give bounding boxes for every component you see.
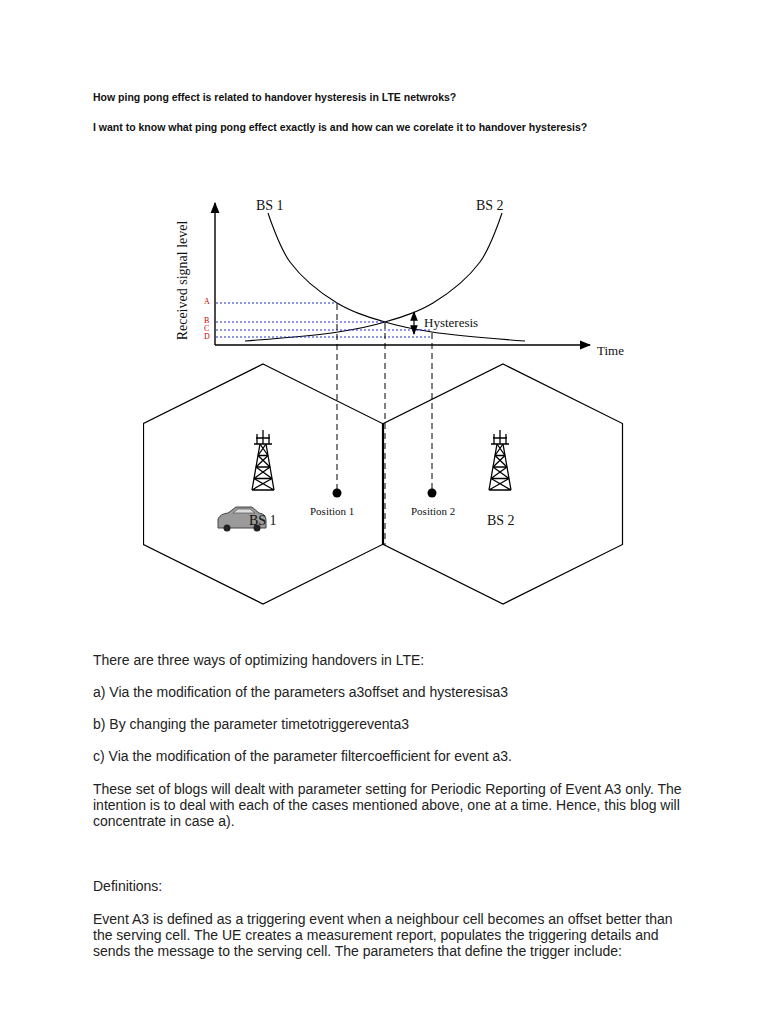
y-axis [214, 203, 215, 345]
body-paragraph: Event A3 is defined as a triggering even… [93, 911, 693, 959]
x-axis [215, 344, 590, 345]
body-text: c) Via the modification of the parameter… [93, 748, 512, 765]
station-label: BS 1 [249, 513, 277, 529]
station-label: BS 2 [487, 513, 515, 529]
cell-hexagon: BS 1 Position 1 [143, 363, 383, 605]
position-label: Position 2 [411, 505, 455, 518]
body-text: Definitions: [93, 878, 162, 895]
position-dot [333, 489, 342, 498]
question-text: I want to know what ping pong effect exa… [93, 121, 587, 134]
level-letter: A [204, 298, 210, 306]
cell-hexagon: Position 2 BS 2 [383, 363, 623, 605]
level-letter: B [204, 317, 209, 325]
hysteresis-arrow [413, 312, 414, 334]
tower-icon [489, 430, 511, 490]
level-line [216, 322, 385, 323]
question-heading: How ping pong effect is related to hando… [93, 91, 456, 104]
body-text: a) Via the modification of the parameter… [93, 684, 508, 701]
curve-label: BS 1 [256, 197, 284, 214]
axis-label: Received signal level [174, 220, 191, 340]
hexagon-outline [383, 363, 625, 607]
hysteresis-label: Hysteresis [424, 315, 478, 331]
axis-label: Time [597, 343, 624, 359]
body-text: b) By changing the parameter timetotrigg… [93, 716, 409, 733]
position-label: Position 1 [310, 505, 354, 518]
level-line [216, 330, 432, 331]
body-paragraph: These set of blogs will dealt with param… [93, 781, 693, 829]
level-letter: D [204, 333, 210, 341]
position-line [385, 323, 386, 545]
body-text: There are three ways of optimizing hando… [93, 652, 424, 669]
tower-icon [252, 430, 274, 490]
bs1-signal-curve [268, 213, 525, 341]
position-dot [428, 489, 437, 498]
level-line [216, 303, 337, 304]
hexagon-outline [143, 363, 385, 607]
position-line [432, 333, 433, 490]
signal-graph [215, 203, 590, 545]
curve-label: BS 2 [476, 197, 504, 214]
level-line [216, 337, 432, 338]
level-letter: C [204, 325, 209, 333]
position-line [337, 304, 338, 490]
